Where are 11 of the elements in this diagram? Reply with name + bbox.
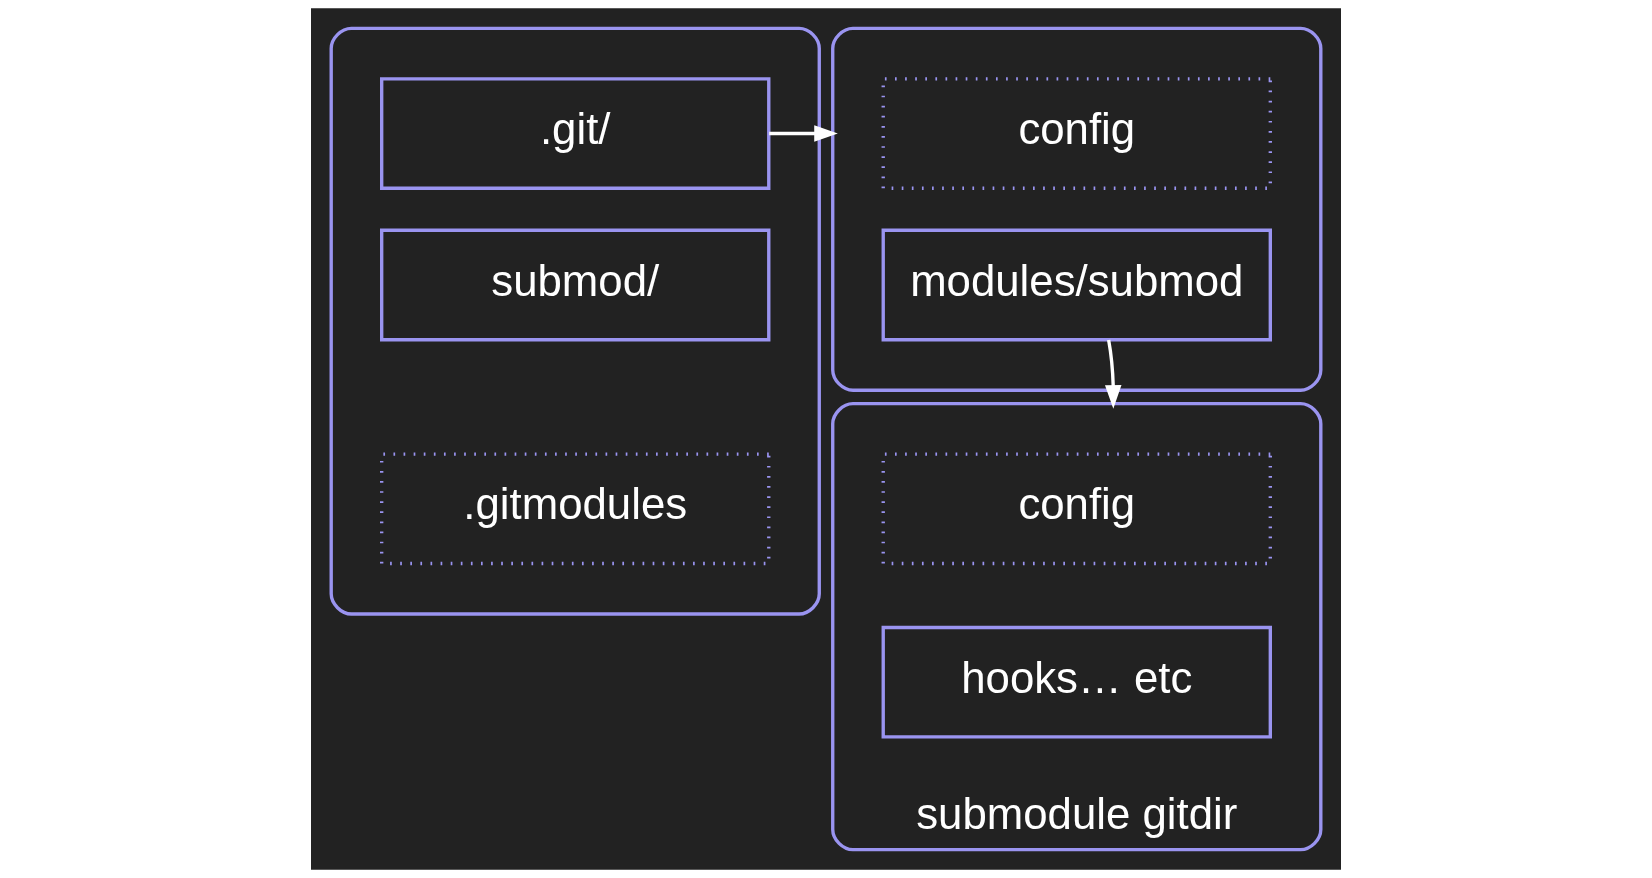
node-box: .git/ [380,77,771,190]
node-box: submod/ [380,228,771,342]
arrow [1104,339,1122,409]
arrow [769,125,838,142]
node-box: config [881,77,1272,190]
node-box: hooks… etc [881,625,1272,739]
cluster [831,26,1323,392]
node-box: modules/submod [881,228,1272,342]
node-box: config [881,452,1272,566]
cluster [329,26,821,616]
node-box: .gitmodules [380,452,771,566]
